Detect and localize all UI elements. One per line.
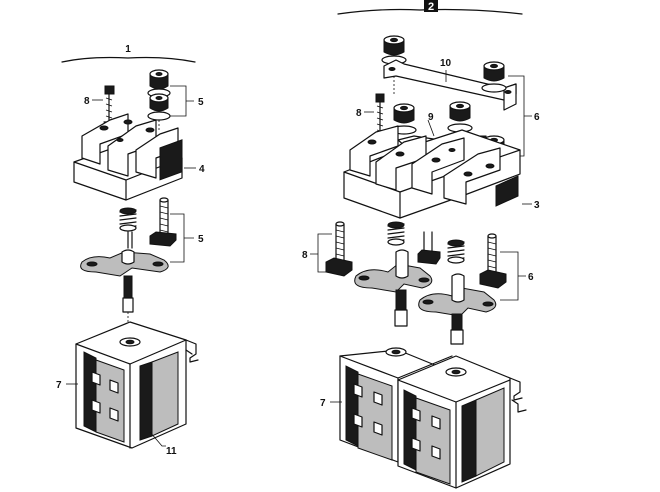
callout-3: 3 bbox=[534, 200, 540, 211]
callout-8-top: 8 bbox=[356, 108, 362, 119]
assembly-1: 1 8 5 bbox=[56, 44, 205, 457]
terminal-block-3 bbox=[343, 125, 521, 219]
nut-washer-stack bbox=[147, 69, 171, 132]
assembly-1-title: 1 bbox=[125, 44, 131, 55]
callout-8: 8 bbox=[84, 96, 90, 107]
callout-6-bottom: 6 bbox=[528, 272, 534, 283]
assembly-2: 2 10 6 bbox=[302, 0, 540, 489]
callout-9: 9 bbox=[428, 112, 434, 123]
contact-bridge-right bbox=[418, 273, 497, 345]
lower-bolts-right bbox=[447, 233, 507, 289]
callout-5-bottom: 5 bbox=[198, 234, 204, 245]
callout-11: 11 bbox=[166, 446, 177, 457]
assembly-2-title: 2 bbox=[428, 1, 434, 13]
callout-6-top: 6 bbox=[534, 112, 540, 123]
terminal-block-4 bbox=[73, 113, 183, 201]
contact-bridge-left bbox=[354, 249, 433, 327]
assembly-2-header-brace bbox=[337, 8, 523, 15]
contact-bridge bbox=[80, 249, 169, 326]
assembly-1-header-brace bbox=[61, 56, 196, 63]
callout-10: 10 bbox=[440, 58, 452, 69]
assembly-2-title-box bbox=[424, 0, 438, 12]
solenoid-housing-2 bbox=[339, 347, 527, 489]
callout-4: 4 bbox=[199, 164, 205, 175]
callout-8-bottom: 8 bbox=[302, 250, 308, 261]
callout-5-top: 5 bbox=[198, 97, 204, 108]
callout-7-left: 7 bbox=[56, 380, 62, 391]
callout-7-right: 7 bbox=[320, 398, 326, 409]
lower-bolts-left bbox=[325, 221, 441, 277]
solenoid-housing-1 bbox=[75, 321, 199, 449]
spring-and-bolt bbox=[119, 197, 177, 249]
